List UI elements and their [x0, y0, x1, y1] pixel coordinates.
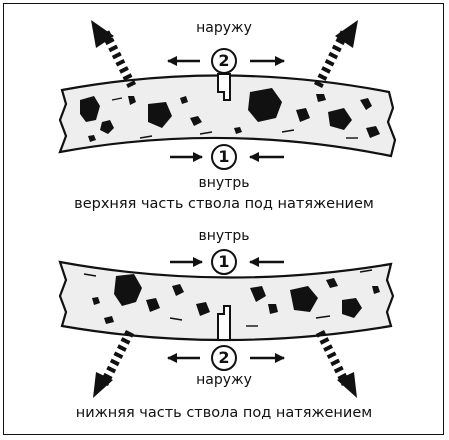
top-outward-number: 2: [211, 48, 237, 74]
top-inward-number: 1: [211, 144, 237, 170]
bottom-outward-label: наружу: [194, 372, 254, 388]
bottom-inward-label: внутрь: [189, 228, 259, 244]
top-outward-label: наружу: [194, 20, 254, 36]
top-caption: верхняя часть ствола под натяжением: [44, 196, 404, 212]
bottom-inward-number: 1: [211, 249, 237, 275]
bottom-outward-number: 2: [211, 345, 237, 371]
bottom-caption: нижняя часть ствола под натяжением: [44, 405, 404, 421]
top-inward-label: внутрь: [189, 175, 259, 191]
